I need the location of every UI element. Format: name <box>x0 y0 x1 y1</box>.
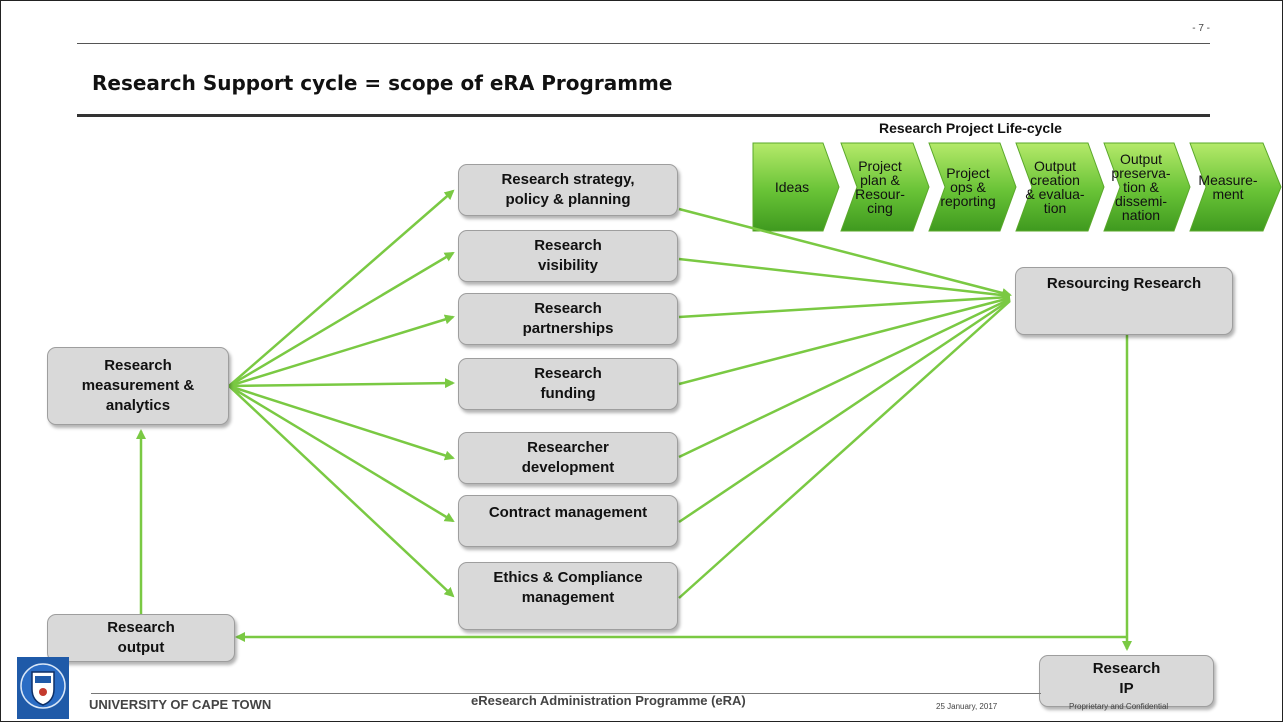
header-divider <box>77 43 1210 44</box>
chevron-output-preservation <box>1103 142 1191 232</box>
box-contract-management: Contract management <box>458 495 678 547</box>
page-title: Research Support cycle = scope of eRA Pr… <box>92 71 673 95</box>
box-research-strategy: Research strategy,policy & planning <box>458 164 678 216</box>
footer-date: 25 January, 2017 <box>936 702 998 711</box>
box-resourcing-research: Resourcing Research <box>1015 267 1233 335</box>
page-number: - 7 - <box>1192 23 1210 34</box>
chevron-output-creation <box>1015 142 1105 232</box>
chevron-ideas <box>752 142 840 232</box>
chevron-project-ops <box>928 142 1017 232</box>
title-divider <box>77 114 1210 117</box>
footer-university: UNIVERSITY OF CAPE TOWN <box>89 697 272 712</box>
stage-measurement: Measure-ment <box>1198 172 1258 202</box>
stage-ideas: Ideas <box>774 179 810 195</box>
footer-divider <box>91 693 1041 694</box>
lifecycle-chevrons <box>752 142 1282 232</box>
footer-confidential: Proprietary and Confidential <box>1069 702 1169 711</box>
chevron-project-plan <box>840 142 930 232</box>
chevron-measurement <box>1189 142 1282 232</box>
uct-logo-icon <box>17 657 69 719</box>
arrows <box>136 189 1132 651</box>
footer-programme: eResearch Administration Programme (eRA) <box>471 693 746 708</box>
lifecycle-title: Research Project Life-cycle <box>879 120 1062 136</box>
